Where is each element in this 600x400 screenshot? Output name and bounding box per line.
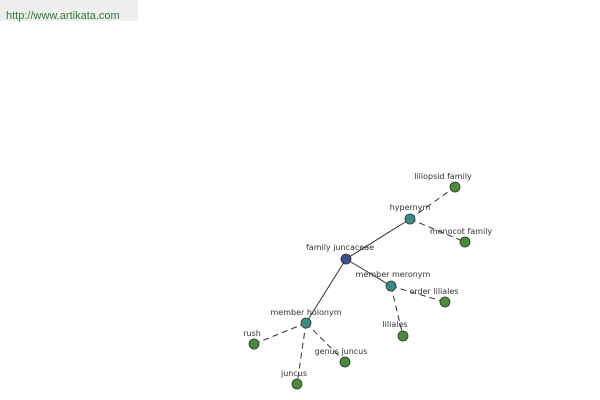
edge-holonym-juncus <box>296 322 307 385</box>
node-marker[interactable] <box>339 356 351 368</box>
node-meronym[interactable]: member meronym <box>356 270 431 292</box>
edge-meronym-liliales <box>390 285 404 337</box>
edge-root-meronym <box>345 258 392 287</box>
node-marker[interactable] <box>385 280 397 292</box>
node-liliales[interactable]: liliales <box>382 320 409 342</box>
edges-layer <box>253 186 466 385</box>
node-label: rush <box>243 329 261 338</box>
node-marker[interactable] <box>449 181 461 193</box>
node-order-liliales[interactable]: order liliales <box>410 287 459 308</box>
node-marker[interactable] <box>459 236 471 248</box>
node-marker[interactable] <box>404 213 416 225</box>
node-marker[interactable] <box>291 378 303 390</box>
node-root[interactable]: family juncaceae <box>306 243 374 265</box>
node-marker[interactable] <box>340 253 352 265</box>
node-label: order liliales <box>410 287 459 296</box>
edge-root-hypernym <box>345 218 411 260</box>
site-url-text[interactable]: http://www.artikata.com <box>6 10 120 22</box>
node-holonym[interactable]: member holonym <box>270 308 342 329</box>
node-hypernym[interactable]: hypernym <box>390 203 431 225</box>
node-label: hypernym <box>390 203 431 212</box>
node-monocot[interactable]: monocot family <box>430 227 493 248</box>
node-marker[interactable] <box>397 330 409 342</box>
node-label: genus juncus <box>315 347 368 356</box>
node-juncus[interactable]: juncus <box>280 369 307 390</box>
node-label: family juncaceae <box>306 243 374 252</box>
node-label: liliopsid family <box>414 172 472 181</box>
node-label: liliales <box>382 320 407 329</box>
node-liliopsid[interactable]: liliopsid family <box>414 172 472 193</box>
edge-root-holonym <box>305 258 347 324</box>
node-marker[interactable] <box>300 317 312 329</box>
node-label: member meronym <box>356 270 431 279</box>
node-marker[interactable] <box>248 338 260 350</box>
node-label: monocot family <box>430 227 493 236</box>
url-banner: http://www.artikata.com <box>0 0 138 22</box>
node-label: juncus <box>280 369 307 378</box>
nodes-layer: family juncaceae hypernym member meronym me… <box>243 172 493 390</box>
edge-holonym-genus_juncus <box>305 322 346 363</box>
node-marker[interactable] <box>439 296 451 308</box>
node-label: member holonym <box>270 308 341 317</box>
edge-holonym-rush <box>253 322 307 345</box>
node-genus-juncus[interactable]: genus juncus <box>315 347 368 368</box>
node-rush[interactable]: rush <box>243 329 261 350</box>
